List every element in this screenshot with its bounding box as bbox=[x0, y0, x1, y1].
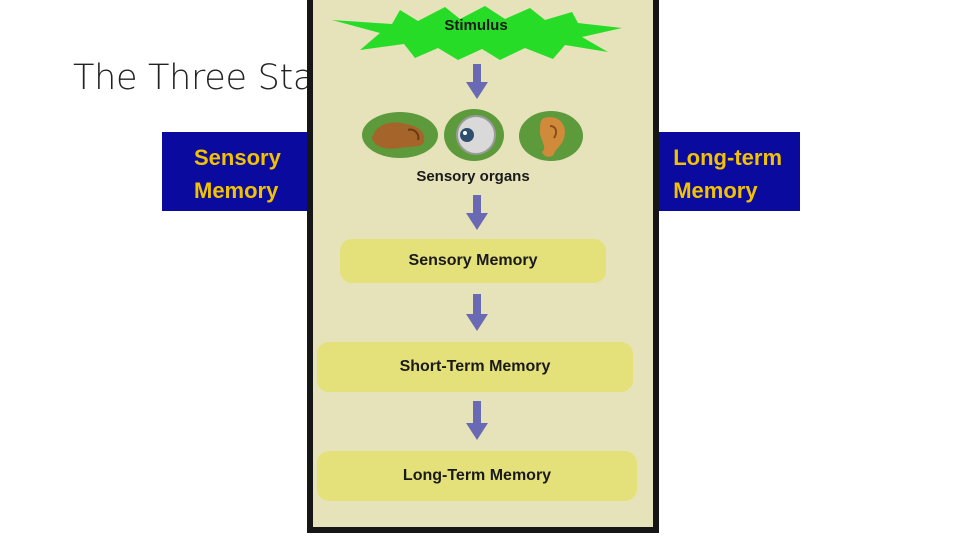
stimulus-label: Stimulus bbox=[444, 17, 508, 34]
stimulus-starburst-icon bbox=[332, 6, 622, 60]
nose-icon bbox=[362, 112, 438, 158]
ear-icon bbox=[519, 111, 583, 161]
sensory-organs-label: Sensory organs bbox=[416, 168, 530, 185]
short-term-memory-box: Short-Term Memory bbox=[317, 342, 633, 392]
memory-flow-figure: Stimulus Sensory organs Sensory bbox=[307, 0, 659, 533]
long-term-memory-label: Long-term Memory bbox=[673, 145, 782, 203]
sensory-memory-box: Sensory Memory bbox=[340, 239, 606, 283]
eye-icon bbox=[444, 109, 504, 161]
down-arrow-icon bbox=[466, 64, 488, 99]
figure-panel: Stimulus Sensory organs Sensory bbox=[313, 0, 653, 527]
sensory-memory-label: Sensory Memory bbox=[194, 145, 281, 203]
down-arrow-icon bbox=[466, 294, 488, 331]
down-arrow-icon bbox=[466, 401, 488, 440]
long-term-memory-box: Long-Term Memory bbox=[317, 451, 637, 501]
down-arrow-icon bbox=[466, 195, 488, 230]
